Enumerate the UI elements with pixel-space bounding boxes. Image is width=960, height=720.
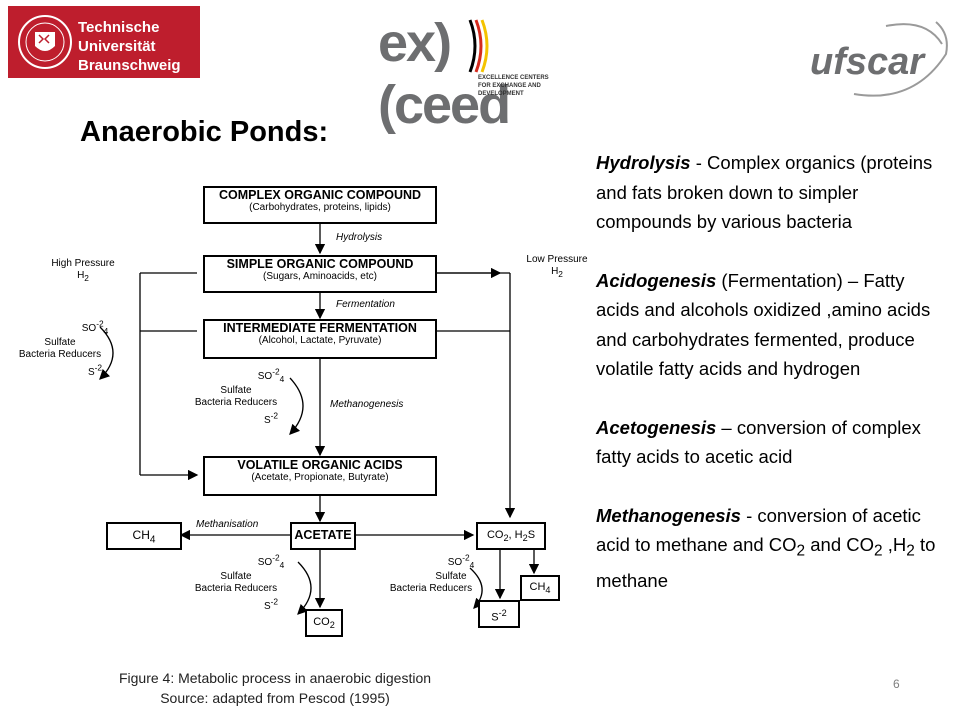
co2-h2s-box: CO2, H2S [476,522,546,550]
figure-caption: Figure 4: Metabolic process in anaerobic… [118,670,432,706]
diagram-arrows [99,216,540,615]
methanogenesis-label: Methanogenesis [330,399,404,410]
ufscar-logo-text: ufscar [810,41,926,83]
hydrolysis-label: Hydrolysis [336,232,383,243]
slide-title: Anaerobic Ponds: [80,116,329,148]
tu-crest-icon [18,15,72,69]
page-number: 6 [893,677,900,691]
metabolic-process-diagram: COMPLEX ORGANIC COMPOUND(Carbohydrates, … [0,180,600,650]
complex-organic-compound-box: COMPLEX ORGANIC COMPOUND(Carbohydrates, … [203,186,437,224]
methanisation-label: Methanisation [196,519,259,530]
ch4-left-box: CH4 [106,522,182,550]
tu-logo-text: Technische Universität Braunschweig [78,19,181,74]
methanogenesis-paragraph: Methanogenesis - conversion of acetic ac… [596,504,936,592]
co2-bottom-box: CO2 [305,609,343,637]
simple-organic-compound-box: SIMPLE ORGANIC COMPOUND(Sugars, Aminoaci… [203,255,437,293]
ufscar-logo: ufscar [806,14,952,102]
exceed-wordmark: ex)(ceed [378,13,511,135]
exceed-subtitle: EXCELLENCE CENTERS FOR EXCHANGE AND DEVE… [478,75,549,97]
fermentation-label: Fermentation [336,299,395,310]
acetogenesis-paragraph: Acetogenesis – conversion of complex fat… [596,416,921,468]
acidogenesis-paragraph: Acidogenesis (Fermentation) – Fatty acid… [596,269,931,380]
ch4-right-box: CH4 [520,575,560,601]
acetate-box: ACETATE [290,522,356,550]
intermediate-fermentation-box: INTERMEDIATE FERMENTATION(Alcohol, Lacta… [203,319,437,359]
exceed-logo: ex)(ceed EXCELLENCE CENTERS FOR EXCHANGE… [378,12,578,135]
s2-box: S-2 [478,600,520,628]
description-text: Hydrolysis - Complex organics (proteins … [596,148,936,625]
hydrolysis-paragraph: Hydrolysis - Complex organics (proteins … [596,152,933,232]
volatile-organic-acids-box: VOLATILE ORGANIC ACIDS(Acetate, Propiona… [203,456,437,496]
exceed-flag-stripes-icon [468,19,489,73]
tu-braunschweig-logo: Technische Universität Braunschweig [8,6,200,78]
